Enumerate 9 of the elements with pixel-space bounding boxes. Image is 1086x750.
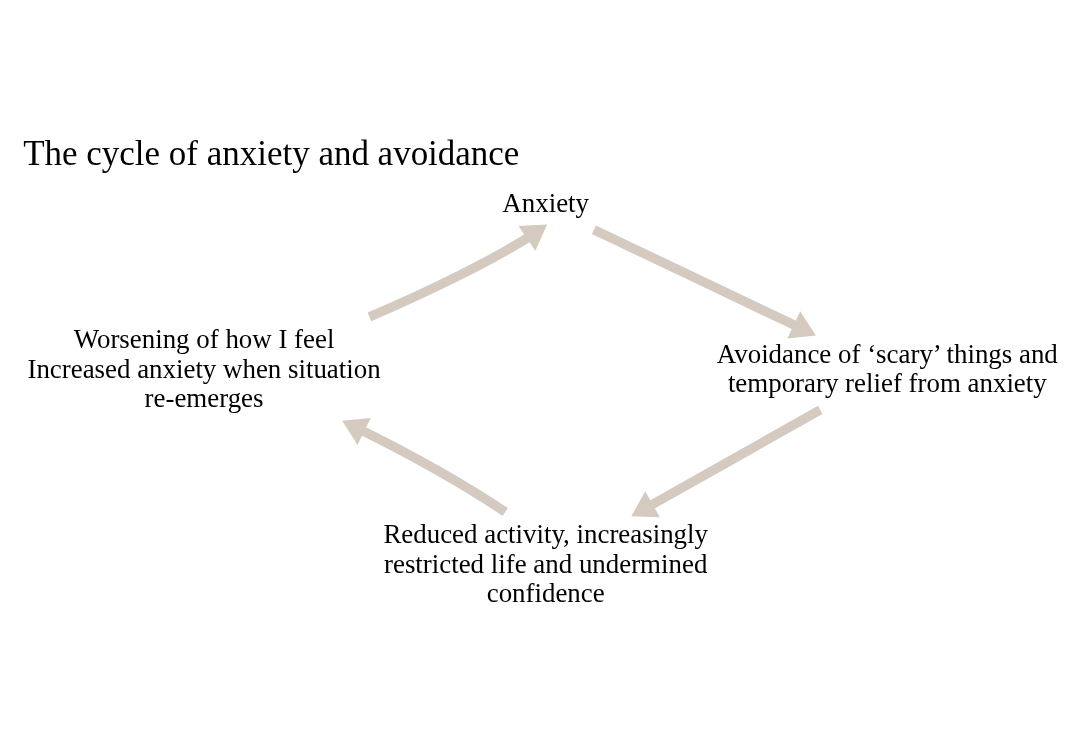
diagram-title: The cycle of anxiety and avoidance	[23, 133, 520, 173]
node-text: Anxiety	[502, 187, 590, 218]
arrow	[367, 224, 548, 321]
node-text: Worsening of how I feel Increased anxiety when situation re-emerges	[27, 323, 381, 413]
node-text: Avoidance of ‘scary’ things and temporary relief from anxiety	[716, 338, 1058, 398]
arrow	[591, 224, 816, 338]
arrow	[342, 417, 508, 516]
node-text: Reduced activity, increasingly restricted life and undermined confidence	[383, 518, 708, 608]
arrow	[631, 405, 823, 517]
